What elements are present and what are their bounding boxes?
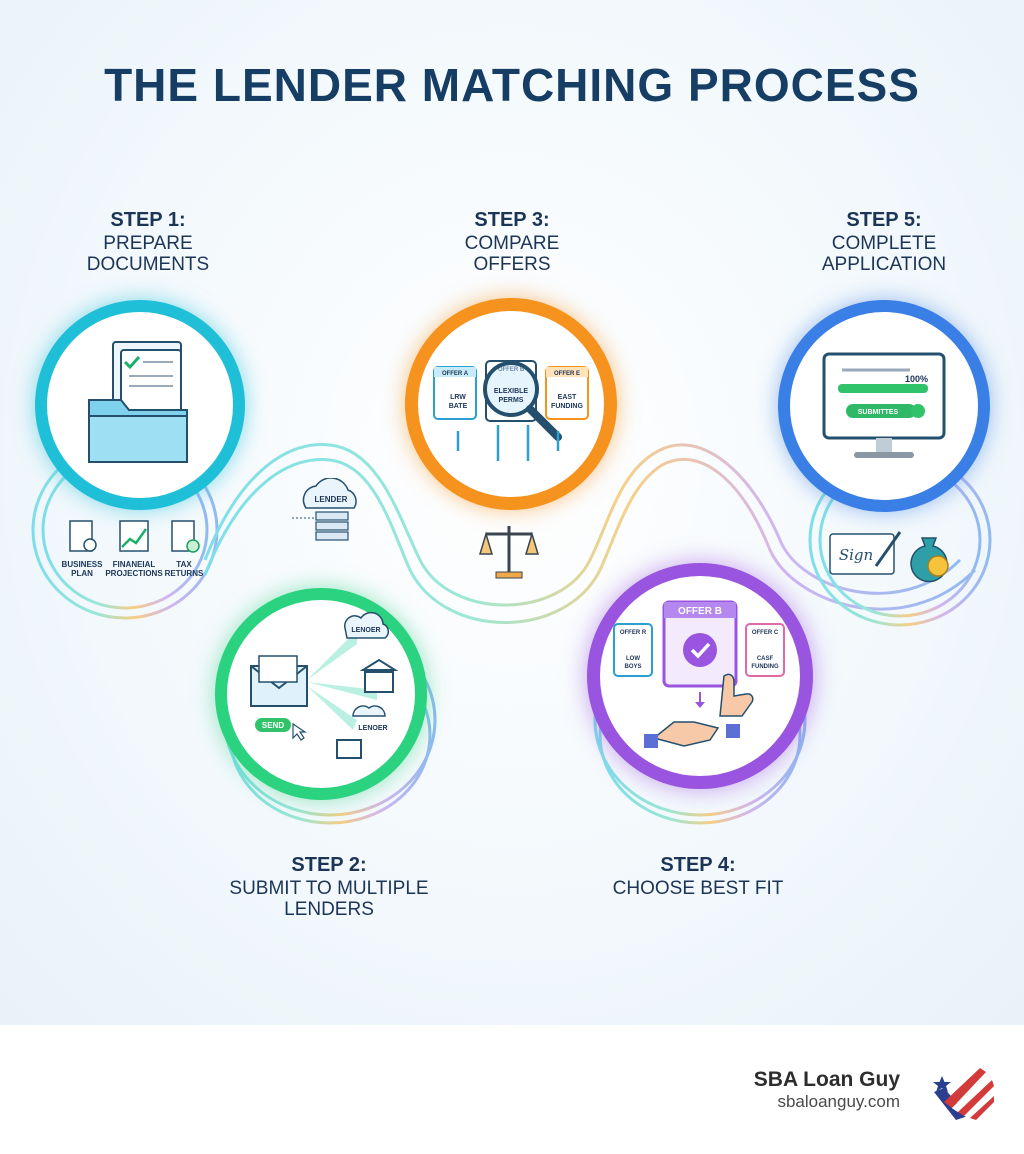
computer-submitted-icon: 100% SUBMITTES: [822, 352, 946, 458]
offer-right-text-2: FUNDING: [751, 664, 779, 670]
american-flag-logo-icon: [933, 1068, 994, 1120]
offer-left-text-2: BOYS: [624, 664, 641, 670]
offer-b-text-2: PERMS: [499, 397, 524, 404]
step-5-circle: 100% SUBMITTES: [778, 300, 990, 512]
step-1-circle: [35, 300, 245, 510]
footer: [0, 1025, 1024, 1154]
offer-right-title: OFFER C: [752, 630, 779, 636]
submitted-status: SUBMITTES: [858, 409, 899, 416]
infographic-canvas: THE LENDER MATCHING PROCESS STEP 1: PREP…: [0, 0, 1024, 1025]
choose-offer-icon: OFFER R LOW BOYS OFFER C CASF FUNDING OF…: [613, 600, 785, 748]
step-3-circle: OFFER A LRW BATE OFFER E EAST FUNDING OF…: [405, 298, 617, 510]
offer-left-text: LOW: [626, 656, 640, 662]
signature-text: Sign: [839, 546, 873, 564]
projections-caption: PROJECTIONS: [105, 569, 163, 578]
offer-a-text-2: BATE: [449, 403, 468, 410]
step-4-label: STEP 4: CHOOSE BEST FIT: [612, 854, 784, 900]
financial-caption: FINANEIAL: [113, 560, 156, 569]
offer-b-title: OFFER B: [498, 367, 525, 373]
compare-offers-icon: OFFER A LRW BATE OFFER E EAST FUNDING OF…: [433, 360, 589, 461]
lender-server-icon: LENDER: [292, 478, 357, 541]
offer-b-selected-title: OFFER B: [678, 606, 722, 617]
document-folder-icon: [88, 341, 188, 463]
step-2-circle: LENOER LENOER SEND: [215, 588, 427, 800]
process-connector-path: [31, 440, 992, 825]
business-plan-caption-2: PLAN: [71, 569, 93, 578]
step-1-documents-icons: BUSINESS PLAN FINANEIAL PROJECTIONS TAX …: [62, 520, 204, 578]
lender-top-caption: LENOER: [351, 627, 380, 634]
offer-b-text: ELEXIBLE: [494, 388, 529, 395]
page-title: THE LENDER MATCHING PROCESS: [104, 59, 920, 111]
offer-e-text: EAST: [558, 394, 577, 401]
offer-a-text: LRW: [450, 394, 466, 401]
lender-bottom-caption: LENOER: [358, 725, 387, 732]
step-4-circle: OFFER R LOW BOYS OFFER C CASF FUNDING OF…: [587, 563, 813, 789]
returns-caption: RETURNS: [165, 569, 204, 578]
send-to-lenders-icon: LENOER LENOER SEND: [250, 611, 399, 759]
business-plan-caption: BUSINESS: [62, 560, 104, 569]
send-button-label: SEND: [262, 721, 284, 730]
offer-a-title: OFFER A: [442, 371, 469, 377]
offer-e-title: OFFER E: [554, 371, 580, 377]
signature-money-icon: Sign: [829, 531, 949, 583]
scales-icon: [478, 526, 540, 579]
brand-url: sbaloanguy.com: [777, 1092, 900, 1111]
tax-caption: TAX: [176, 560, 192, 569]
progress-percent: 100%: [905, 374, 928, 384]
offer-right-text: CASF: [757, 656, 774, 662]
offer-left-title: OFFER R: [620, 630, 647, 636]
lender-server-caption: LENDER: [315, 495, 348, 504]
offer-e-text-2: FUNDING: [551, 403, 583, 410]
brand-name: SBA Loan Guy: [753, 1068, 900, 1091]
